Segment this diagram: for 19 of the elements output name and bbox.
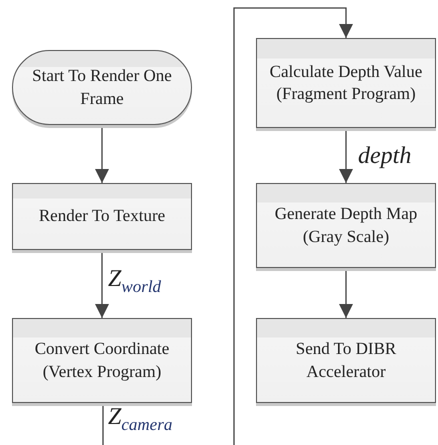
node-text: Convert Coordinate (Vertex Program) [34,338,170,383]
node-text: Render To Texture [38,205,166,228]
arrow [95,125,109,183]
process-box [256,183,436,268]
process-box [12,318,192,403]
process-box [256,318,436,403]
node-text: Generate Depth Map (Gray Scale) [274,203,418,248]
process-box [256,38,436,128]
edge-label: Z$_{world}$ [108,266,162,297]
arrow [339,268,353,318]
process-box [12,183,192,250]
edge-label: Z$_{camera}$ [108,404,172,435]
edge-label: depth [358,143,412,170]
arrow [102,7,353,445]
node-text: Calculate Depth Value (Fragment Program) [268,60,424,105]
arrow [339,128,353,183]
arrow [95,250,109,318]
node-text: Start To Render One Frame [31,65,173,110]
node-text: Send To DIBR Accelerator [294,338,398,382]
